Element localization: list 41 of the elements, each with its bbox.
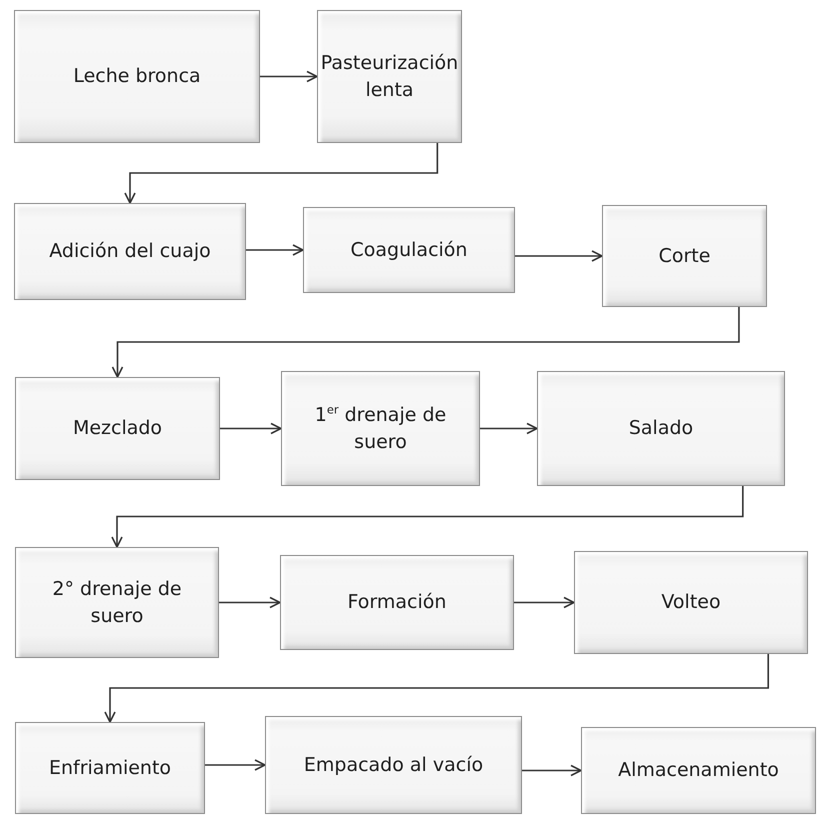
arrow	[220, 422, 282, 434]
arrow	[111, 486, 744, 548]
step-label: Almacenamiento	[618, 758, 779, 784]
step-label: Mezclado	[72, 416, 162, 442]
process-box	[280, 555, 514, 650]
arrow	[104, 654, 770, 723]
process-box	[574, 551, 808, 654]
arrow	[219, 596, 281, 608]
step-label: Empacado al vacío	[304, 752, 484, 778]
step-label: Enfriamiento	[48, 756, 172, 781]
arrow	[480, 422, 538, 434]
process-box	[281, 371, 480, 486]
step-label: Salado	[628, 416, 694, 442]
step-label: Formación	[348, 590, 446, 616]
step-label: Corte	[658, 244, 710, 269]
arrow	[260, 70, 318, 82]
arrow	[205, 759, 266, 771]
arrow	[515, 250, 603, 262]
process-box	[14, 10, 260, 143]
process-box	[265, 716, 522, 814]
process-box	[581, 727, 816, 814]
process-box	[602, 205, 767, 307]
arrow	[522, 764, 582, 776]
arrow	[246, 244, 304, 256]
step-label: 2° drenaje de suero	[51, 576, 183, 628]
arrow	[514, 596, 575, 608]
arrow	[124, 143, 438, 204]
process-box	[537, 371, 785, 486]
process-box	[317, 10, 462, 143]
process-box	[15, 722, 205, 814]
step-label: Adición del cuajo	[49, 239, 211, 264]
process-box	[15, 377, 220, 480]
step-label: Leche bronca	[73, 64, 201, 90]
step-label: 1$^{er}$ drenaje de suero	[314, 402, 448, 454]
process-box	[303, 207, 515, 293]
step-label: Coagulación	[350, 238, 468, 263]
process-box	[14, 203, 246, 300]
step-label: Volteo	[661, 590, 721, 616]
step-label: Pasteurización lenta	[320, 50, 458, 102]
process-box	[15, 547, 219, 658]
arrow	[112, 307, 740, 378]
